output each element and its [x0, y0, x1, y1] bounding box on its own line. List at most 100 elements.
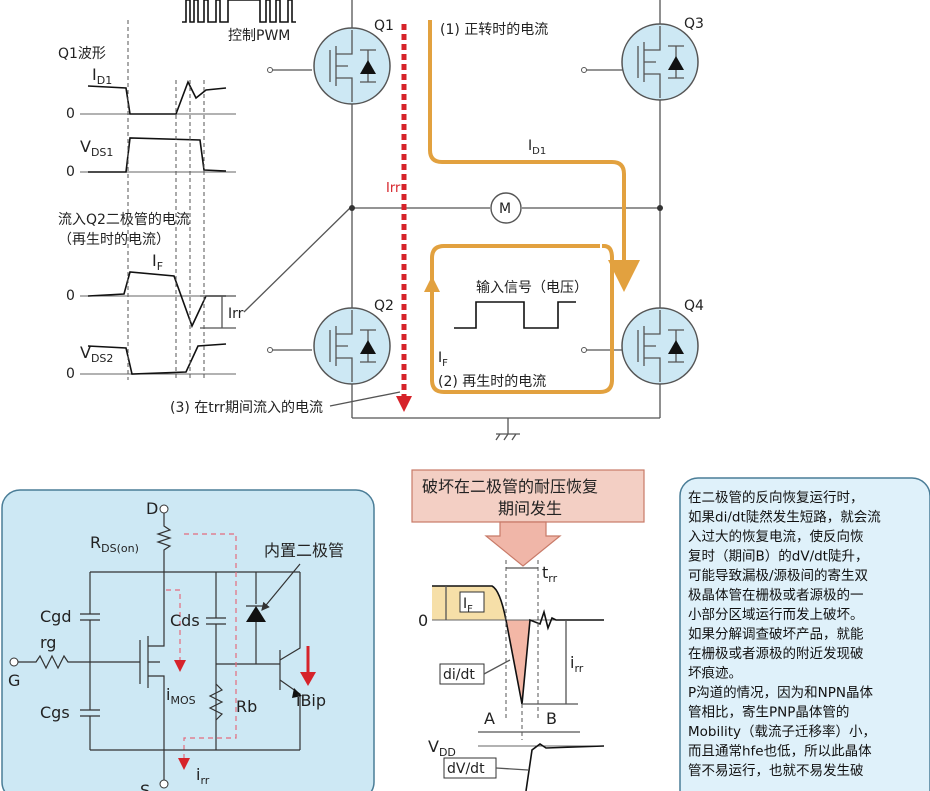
trr-current-label: (3) 在trr期间流入的电流	[170, 400, 323, 416]
recovery-zero: 0	[418, 611, 428, 630]
note-line: 坏痕迹。	[688, 666, 742, 682]
irr-bridge-label: Irr	[386, 181, 401, 196]
note-line: 如果分解调查破坏产品，就能	[688, 627, 864, 643]
source-terminal	[159, 779, 169, 789]
builtin-diode-label: 内置二极管	[264, 541, 344, 560]
if-box	[459, 591, 485, 613]
pwm-label: 控制PWM	[228, 28, 290, 44]
regen-current-label: (2) 再生时的电流	[438, 374, 546, 390]
note-line: 在栅极或者源极的附近发现破	[688, 646, 864, 662]
h-bridge: M Q1 Q2 Q3	[170, 0, 704, 441]
note-line: Mobility（载流子迁移率）小，	[688, 723, 876, 740]
note-line: 如果di/dt陡然发生短路，就会流	[688, 509, 881, 526]
rb-resistor	[208, 683, 224, 721]
builtin-diode-symbol	[246, 606, 266, 622]
note-line: 复时（期间B）的dV/dt陡升，	[688, 548, 868, 565]
motor-symbol	[490, 192, 522, 224]
imos-path	[166, 589, 181, 660]
vds2-label: VDS2	[80, 343, 113, 365]
note-line: 极晶体管在栅极或者源极的一	[688, 588, 864, 604]
motor-label: M	[499, 201, 511, 217]
id1-waveform	[87, 80, 227, 115]
input-signal-label: 输入信号（电压）	[476, 280, 588, 296]
didt-label: di/dt	[443, 667, 475, 683]
imos-label: iMOS	[166, 685, 196, 707]
note-line: 管相比，寄生PNP晶体管的	[688, 704, 849, 721]
note-box	[679, 477, 930, 791]
q1-waveform-title: Q1波形	[58, 46, 106, 62]
note-line: P沟道的情况，因为和NPN晶体	[688, 685, 873, 701]
id1-path-label: ID1	[528, 138, 546, 157]
note-line: 而且通常hfe也低，所以此晶体	[688, 744, 872, 760]
vds2-zero: 0	[66, 366, 75, 382]
vds1-waveform	[88, 137, 227, 173]
cds-label: Cds	[170, 611, 200, 630]
rds-resistor	[156, 513, 172, 572]
q4-label: Q4	[684, 298, 704, 314]
if-label: IF	[152, 251, 163, 273]
rds-label: RDS(on)	[90, 533, 139, 555]
q2-label: Q2	[374, 298, 394, 314]
cgs-label: Cgs	[40, 703, 70, 722]
rb-label: Rb	[236, 697, 257, 716]
irr-wave-label: Irr	[228, 306, 244, 322]
forward-current-path	[428, 20, 640, 292]
recovery-banner-line1: 破坏在二极管的耐压恢复	[422, 477, 598, 496]
note-line: 在二极管的反向恢复运行时，	[688, 489, 864, 506]
recovery-banner-arrow	[484, 521, 562, 567]
q1-transistor: Q1	[267, 18, 394, 105]
drain-label: D	[146, 499, 158, 518]
note-line: 可能导致漏极/源极间的寄生双	[688, 567, 868, 584]
gate-terminal	[9, 657, 19, 667]
rg-label: rg	[40, 633, 56, 652]
recovery-irr-label: irr	[570, 653, 584, 675]
note-line: 小部分区域运行而发上破坏。	[688, 607, 864, 623]
recovery-if-label: IF	[463, 596, 473, 615]
if-waveform	[87, 271, 226, 329]
vds-waveform	[525, 743, 605, 791]
id1-label: ID1	[92, 65, 112, 87]
vdd-label: VDD	[428, 737, 456, 759]
vds1-label: VDS1	[80, 137, 113, 159]
node-right	[657, 205, 663, 211]
q4-transistor: Q4	[581, 298, 704, 385]
mosfet-model-box	[1, 489, 375, 791]
source-label: S	[140, 781, 150, 791]
q2-current-title-line1: 流入Q2二极管的电流	[58, 212, 190, 228]
recovery-current-waveform	[432, 585, 604, 705]
note-line: 入过大的恢复电流，使反向恢	[688, 528, 864, 545]
q3-transistor: Q3	[581, 16, 704, 101]
trr-leader-line	[329, 391, 401, 407]
note-panel: 在二极管的反向恢复运行时， 如果di/dt陡然发生短路，就会流入过大的恢复电流，使…	[679, 477, 930, 791]
recovery-trr-label: trr	[542, 563, 558, 585]
waveform-panel: 控制PWM Q1波形 ID1 0 VDS1 0 流入Q2二极管的电流 （再生时的…	[58, 0, 351, 382]
q2-transistor: Q2	[267, 298, 394, 385]
vds1-zero: 0	[66, 164, 75, 180]
vds2-waveform	[87, 343, 227, 375]
period-a-label: A	[484, 709, 495, 728]
recovery-panel: 破坏在二极管的耐压恢复 期间发生 0 IF trr di/dt irr A B	[411, 469, 645, 791]
rg-resistor	[18, 654, 140, 670]
q1-label: Q1	[374, 18, 394, 34]
regen-current-path	[430, 244, 614, 394]
drain-terminal	[159, 504, 169, 514]
if-path-label: IF	[438, 350, 448, 369]
input-signal-waveform	[454, 301, 576, 329]
node-left	[349, 205, 355, 211]
note-text: 在二极管的反向恢复运行时， 如果di/dt陡然发生短路，就会流入过大的恢复电流，使…	[688, 489, 881, 779]
ibip-label: iBip	[296, 691, 326, 710]
q3-label: Q3	[684, 16, 704, 32]
regen-arrow-head	[424, 276, 440, 292]
dvdt-label: dV/dt	[447, 761, 485, 777]
mosfet-model-panel: D RDS(on) 内置二极管 Cgd Cgs G rg iMOS	[1, 489, 375, 791]
if-zero: 0	[66, 288, 75, 304]
note-line: 管不易运行，也就不易发生破	[688, 763, 864, 779]
gate-label: G	[8, 671, 20, 690]
id1-zero: 0	[66, 106, 75, 122]
ground-symbol	[495, 433, 520, 441]
cgd-label: Cgd	[40, 607, 71, 626]
irr-leader-line	[243, 207, 351, 313]
q2-current-title-line2: （再生时的电流）	[58, 232, 170, 248]
irr-model-path	[183, 533, 237, 760]
